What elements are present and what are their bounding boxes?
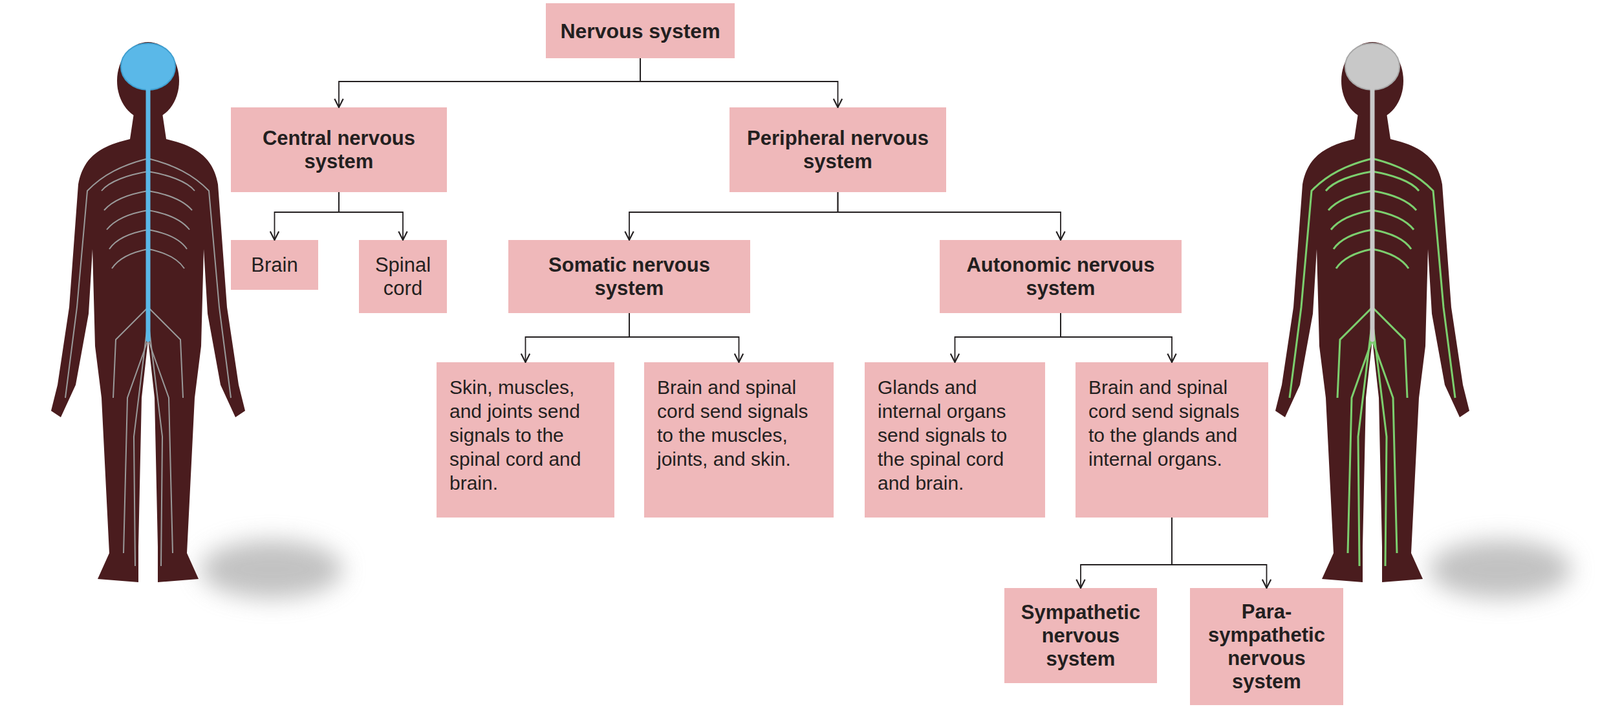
tree-connector (525, 313, 630, 363)
division-box: Sympathetic nervous system (1004, 587, 1157, 683)
node-label: Para- sympathetic nervous system (1196, 600, 1337, 694)
description-box: Brain and spinal cord send signals to th… (644, 362, 834, 518)
node-label: Glands and internal organs send signals … (877, 375, 1030, 495)
tree-connector (1171, 517, 1267, 588)
part-box: Brain (230, 239, 319, 290)
category-box: Central nervous system (230, 107, 447, 193)
description-box: Glands and internal organs send signals … (864, 362, 1046, 518)
tree-connector (1060, 313, 1172, 363)
node-label: Nervous system (560, 19, 720, 43)
tree-connector (838, 192, 1062, 240)
tree-connector (338, 192, 403, 240)
tree-connector (1080, 517, 1172, 588)
description-box: Brain and spinal cord send signals to th… (1075, 362, 1269, 518)
figure-shadow (200, 540, 343, 599)
node-label: Brain and spinal cord send signals to th… (657, 375, 819, 471)
node-label: Autonomic nervous system (946, 253, 1176, 301)
category-box: Somatic nervous system (508, 239, 751, 314)
node-label: Brain and spinal cord send signals to th… (1088, 375, 1253, 471)
figure-shadow (1429, 540, 1572, 599)
tree-connector (274, 192, 340, 240)
division-box: Para- sympathetic nervous system (1189, 587, 1344, 705)
description-box: Skin, muscles, and joints send signals t… (436, 362, 615, 518)
category-box: Autonomic nervous system (939, 239, 1182, 314)
node-label: Peripheral nervous system (735, 126, 940, 174)
node-label: Brain (250, 253, 298, 277)
tree-connector (338, 58, 641, 108)
category-box: Peripheral nervous system (729, 107, 947, 193)
pns-figure (1275, 42, 1470, 583)
node-label: Skin, muscles, and joints send signals t… (449, 375, 599, 495)
node-label: Sympathetic nervous system (1010, 600, 1151, 671)
tree-connector (629, 192, 839, 240)
node-label: Spinal cord (364, 253, 442, 301)
node-label: Central nervous system (237, 126, 441, 174)
tree-connector (640, 58, 839, 108)
root-box: Nervous system (545, 3, 735, 59)
part-box: Spinal cord (358, 239, 447, 314)
tree-connector (955, 313, 1062, 363)
cns-figure (51, 42, 246, 583)
tree-connector (629, 313, 740, 363)
node-label: Somatic nervous system (514, 253, 744, 301)
